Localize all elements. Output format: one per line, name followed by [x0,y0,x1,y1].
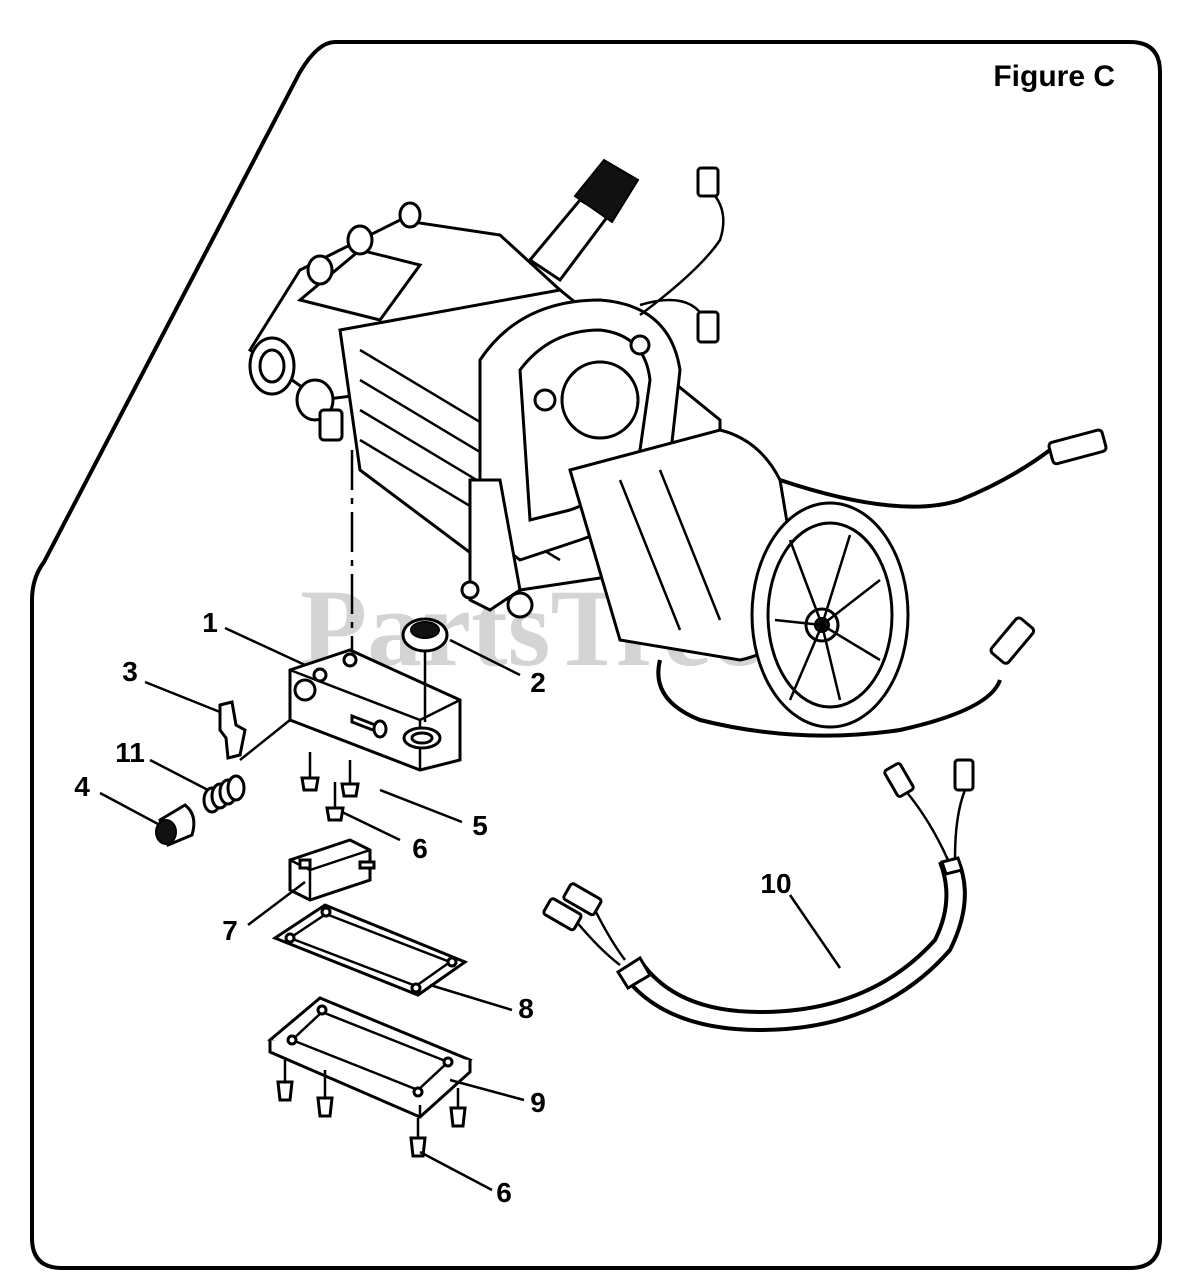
motor-pump-assembly [247,158,1108,738]
part-10-wire-harness [542,758,975,1033]
figure-frame [30,40,1162,1270]
figure-title: Figure C [993,60,1115,93]
callout-8: 8 [518,993,534,1024]
leader-lines [99,626,842,1192]
callout-5: 5 [472,810,488,841]
callout-6-upper: 6 [412,833,428,864]
part-5-pin [350,713,388,739]
callout-11: 11 [115,737,145,768]
callout-3: 3 [122,656,138,687]
callout-2: 2 [530,667,546,698]
part-8-gasket [271,903,469,997]
callout-7: 7 [222,915,238,946]
screws-lower [276,1060,467,1158]
callout-1: 1 [202,607,218,638]
part-9-cover [267,996,473,1119]
callout-10: 10 [760,868,791,899]
part-7-switch [288,838,376,902]
part-3-lever [218,700,247,760]
callout-6-lower: 6 [496,1177,512,1208]
callout-4: 4 [74,771,90,802]
part-4-cap [155,803,196,848]
part-2-grommet [401,617,449,722]
callout-9: 9 [530,1087,546,1118]
screws-upper [300,752,360,822]
part-11-spring [202,774,246,814]
